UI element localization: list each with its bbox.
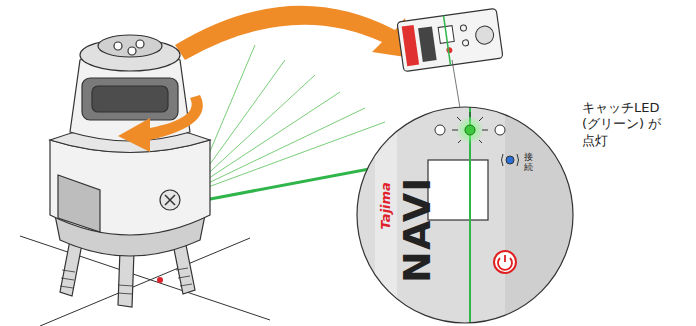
rotation-arrow [118, 95, 203, 152]
floor-point [157, 277, 163, 283]
laser-level [50, 35, 210, 307]
laser-fan [200, 45, 385, 190]
product-logo: NAVI [395, 177, 441, 283]
brand-logo: Tajima [378, 182, 394, 229]
receiver [397, 8, 503, 71]
zoom-leader [452, 60, 460, 108]
sweep-arrow [175, 6, 412, 60]
callout-text: キャッチLED (グリーン) が 点灯 [582, 100, 678, 149]
button-label: 接続 [524, 153, 533, 173]
zoom-view [355, 100, 585, 326]
